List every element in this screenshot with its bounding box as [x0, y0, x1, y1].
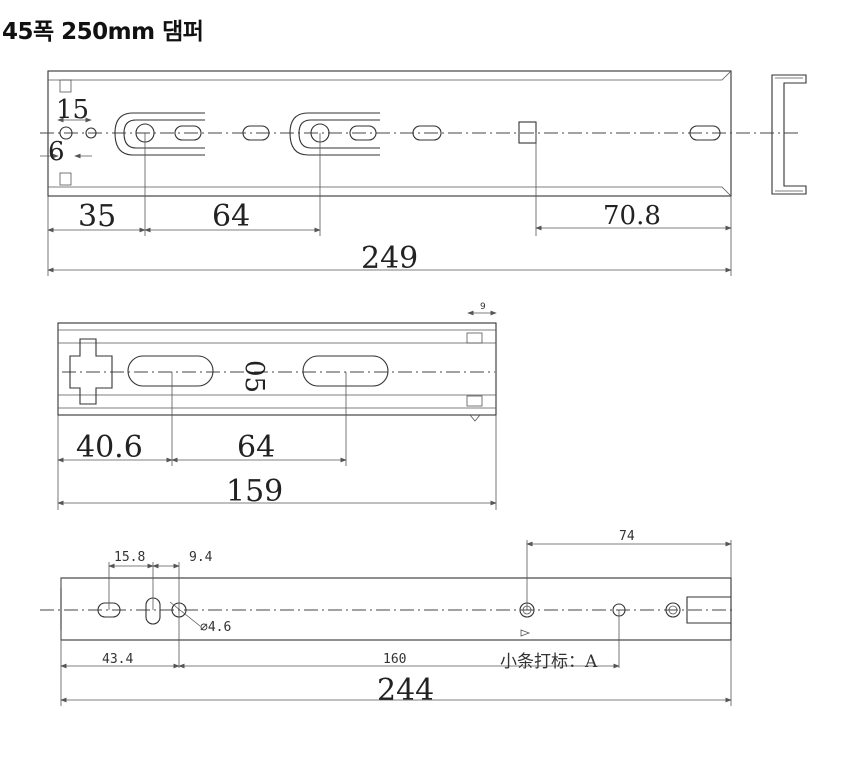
marking-note: 小条打标：A — [500, 652, 598, 672]
dim-15: 15 — [56, 95, 89, 125]
bottom-rail-outline — [60, 577, 732, 641]
dim-244: 244 — [377, 673, 434, 708]
dim-15-8: 15.8 — [114, 550, 145, 565]
dim-64: 64 — [212, 199, 250, 234]
dim-40-6: 40.6 — [76, 430, 143, 465]
dim-9: 9 — [480, 302, 486, 312]
dim-70-8: 70.8 — [603, 201, 661, 231]
dim-64-b: 64 — [237, 430, 275, 465]
hole-circle — [59, 126, 73, 140]
top-rail-view: 15 6 35 64 70.8 249 — [40, 70, 807, 276]
square-slot — [518, 121, 537, 144]
spring-clip — [289, 112, 380, 156]
end-notch — [686, 596, 731, 624]
long-slot — [127, 355, 214, 387]
dim-6: 6 — [48, 137, 65, 167]
rail-profile — [771, 74, 807, 195]
dim-74: 74 — [619, 529, 635, 544]
dim-160: 160 — [383, 652, 406, 667]
middle-rail-view: 05 9 40.6 64 159 — [57, 302, 497, 510]
dim-43-4: 43.4 — [102, 652, 133, 667]
cross-cutout — [69, 338, 113, 405]
spring-clip — [114, 112, 205, 156]
hole-circle — [85, 127, 97, 139]
page-title: 45폭 250mm 댐퍼 — [2, 19, 204, 45]
dim-249: 249 — [361, 241, 418, 276]
dim-35: 35 — [78, 199, 116, 234]
long-slot — [302, 355, 389, 387]
mark-05: 05 — [239, 360, 269, 393]
dim-9-4: 9.4 — [189, 550, 213, 565]
dim-159: 159 — [226, 474, 283, 509]
middle-rail-outline — [57, 322, 497, 416]
top-rail-outline — [47, 70, 732, 197]
bottom-rail-view: 15.8 9.4 ⌀4.6 74 43.4 160 小条打标：A 244 — [40, 529, 735, 708]
dim-dia-4-6: ⌀4.6 — [200, 620, 231, 635]
